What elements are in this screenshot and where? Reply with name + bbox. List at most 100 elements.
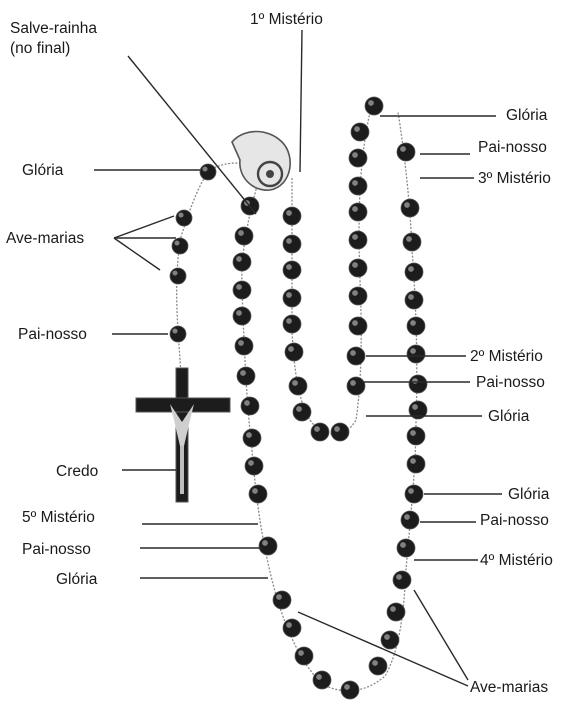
label-pai-nosso-top-right: Pai-nosso — [478, 139, 547, 156]
bead-inner-loop-15 — [349, 259, 367, 277]
bead-highlight — [396, 574, 402, 580]
label-gloria-4: Glória — [508, 486, 550, 503]
leader-salve-rainha — [128, 56, 256, 214]
bead-highlight — [286, 622, 292, 628]
bead-highlight — [410, 320, 416, 326]
bead-inner-loop-8 — [293, 403, 311, 421]
bead-highlight — [286, 210, 292, 216]
bead-highlight — [352, 290, 358, 296]
bead-highlight — [352, 262, 358, 268]
bead-highlight — [172, 270, 177, 275]
bead-highlight — [408, 266, 414, 272]
label-misterio-3: 3º Mistério — [478, 170, 551, 187]
bead-left-loop-5 — [233, 307, 251, 325]
label-salve-rainha-2: (no final) — [10, 40, 70, 57]
bead-left-loop-9 — [243, 429, 261, 447]
bead-inner-loop-19 — [349, 149, 367, 167]
rosary-chain — [177, 104, 417, 691]
bead-highlight — [286, 318, 292, 324]
bead-highlight — [288, 346, 294, 352]
bead-left-loop-32 — [405, 263, 423, 281]
bead-highlight — [350, 380, 356, 386]
bead-inner-loop-12 — [347, 347, 365, 365]
bead-inner-loop-3 — [283, 261, 301, 279]
label-misterio-2: 2º Mistério — [470, 348, 543, 365]
label-pai-nosso-5: Pai-nosso — [22, 541, 91, 558]
bead-left-loop-19 — [381, 631, 399, 649]
bead-left-loop-17 — [341, 681, 359, 699]
bead-inner-loop-21 — [365, 97, 383, 115]
bead-highlight — [334, 426, 340, 432]
bead-left-loop-25 — [407, 455, 425, 473]
bead-highlight — [286, 292, 292, 298]
bead-left-loop-3 — [233, 253, 251, 271]
bead-highlight — [276, 594, 282, 600]
bead-highlight — [390, 606, 396, 612]
bead-left-loop-29 — [407, 345, 425, 363]
bead-inner-loop-9 — [311, 423, 329, 441]
bead-highlight — [262, 540, 268, 546]
bead-left-loop-14 — [283, 619, 301, 637]
bead-inner-loop-4 — [283, 289, 301, 307]
bead-highlight — [410, 348, 416, 354]
bead-highlight — [352, 180, 358, 186]
bead-highlight — [236, 310, 242, 316]
label-pai-nosso-2: Pai-nosso — [476, 374, 545, 391]
bead-highlight — [350, 350, 356, 356]
label-credo: Credo — [56, 463, 98, 480]
bead-highlight — [238, 230, 244, 236]
bead-highlight — [408, 488, 414, 494]
bead-inner-loop-5 — [283, 315, 301, 333]
bead-highlight — [174, 240, 179, 245]
bead-left-loop-2 — [235, 227, 253, 245]
bead-highlight — [286, 238, 292, 244]
bead-highlight — [384, 634, 390, 640]
center-medal — [232, 132, 290, 191]
label-gloria-5: Glória — [56, 571, 98, 588]
bead-inner-loop-1 — [283, 207, 301, 225]
label-pai-nosso-left: Pai-nosso — [18, 326, 87, 343]
bead-highlight — [202, 166, 207, 171]
label-pai-nosso-4: Pai-nosso — [480, 512, 549, 529]
bead-left-loop-7 — [237, 367, 255, 385]
bead-highlight — [286, 264, 292, 270]
bead-pendant-4 — [170, 268, 186, 284]
bead-left-loop-18 — [369, 657, 387, 675]
bead-highlight — [344, 684, 350, 690]
bead-highlight — [238, 340, 244, 346]
bead-highlight — [368, 100, 374, 106]
bead-highlight — [246, 432, 252, 438]
bead-highlight — [252, 488, 258, 494]
bead-highlight — [352, 320, 358, 326]
bead-highlight — [178, 212, 183, 217]
bead-left-loop-15 — [295, 647, 313, 665]
bead-highlight — [354, 126, 360, 132]
chain-left-loop — [242, 112, 417, 691]
label-gloria-left: Glória — [22, 162, 64, 179]
bead-highlight — [404, 202, 410, 208]
bead-highlight — [236, 284, 242, 290]
label-misterio-1: 1º Mistério — [250, 11, 323, 28]
bead-highlight — [404, 514, 410, 520]
bead-inner-loop-13 — [349, 317, 367, 335]
label-misterio-5: 5º Mistério — [22, 509, 95, 526]
bead-left-loop-21 — [393, 571, 411, 589]
bead-left-loop-24 — [405, 485, 423, 503]
bead-pendant-1 — [200, 164, 216, 180]
bead-left-loop-12 — [259, 537, 277, 555]
leader-ave-marias-left-c — [114, 238, 160, 270]
bead-highlight — [352, 206, 358, 212]
bead-left-loop-30 — [407, 317, 425, 335]
bead-left-loop-23 — [401, 511, 419, 529]
bead-highlight — [406, 236, 412, 242]
bead-highlight — [352, 152, 358, 158]
bead-highlight — [400, 146, 406, 152]
bead-highlight — [236, 256, 242, 262]
bead-pendant-3 — [172, 238, 188, 254]
bead-left-loop-11 — [249, 485, 267, 503]
bead-highlight — [248, 460, 254, 466]
bead-highlight — [292, 380, 298, 386]
bead-left-loop-8 — [241, 397, 259, 415]
bead-inner-loop-14 — [349, 287, 367, 305]
bead-left-loop-4 — [233, 281, 251, 299]
